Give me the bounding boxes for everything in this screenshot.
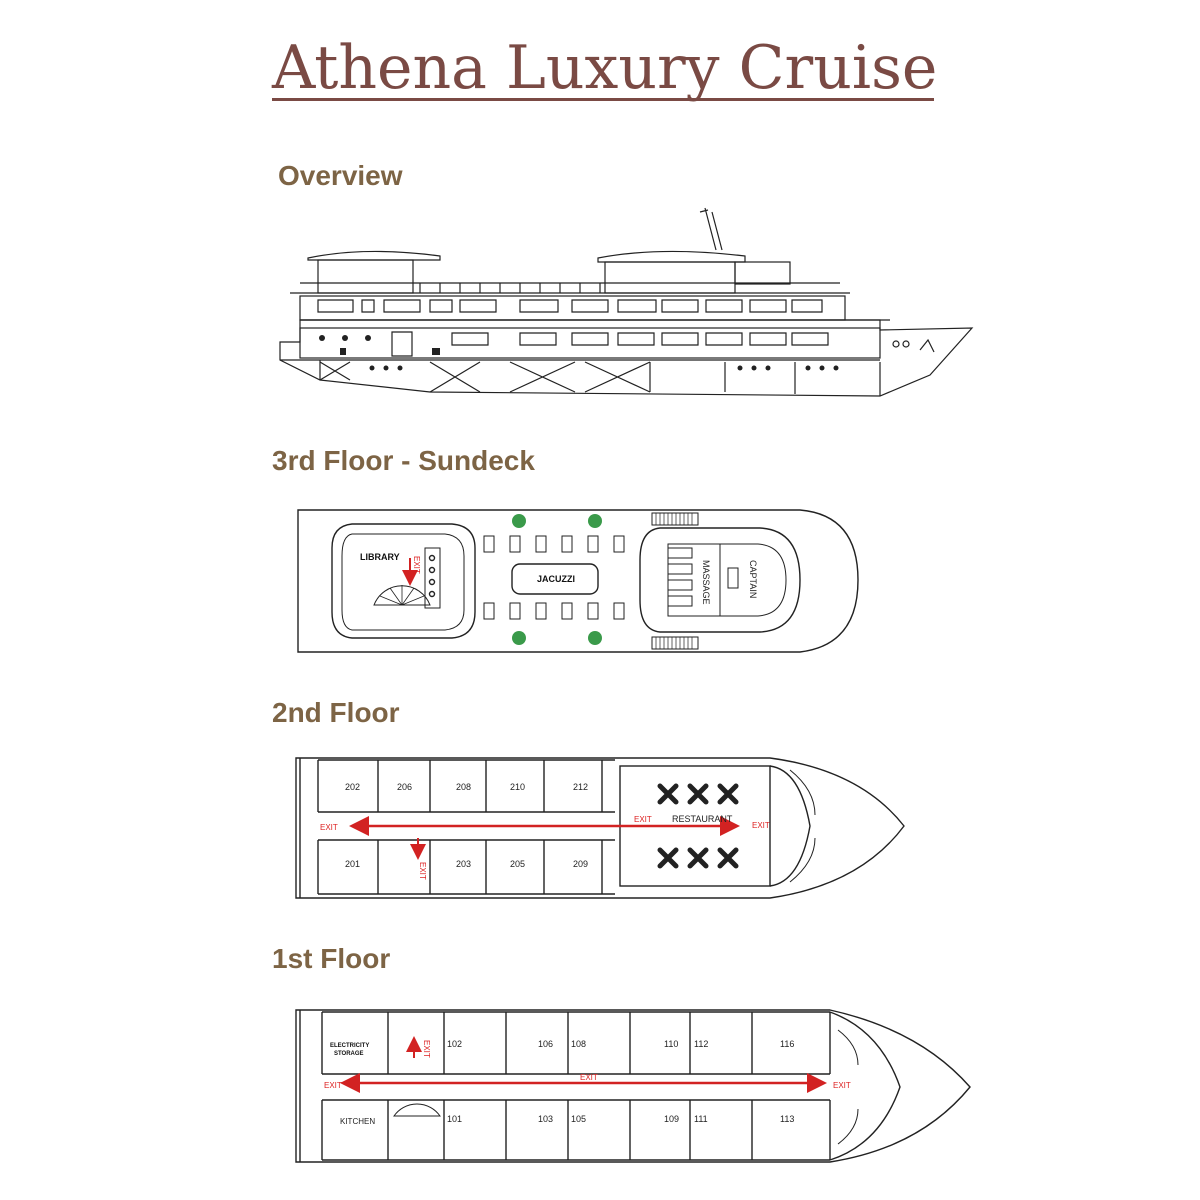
room-116: 116 [780, 1039, 794, 1049]
room-106: 106 [538, 1039, 553, 1049]
floor2-heading: 2nd Floor [272, 697, 400, 728]
floor2-exit-right: EXIT [752, 821, 770, 830]
jacuzzi-label: JACUZZI [537, 574, 575, 584]
room-206: 206 [397, 782, 412, 792]
floor2-exit-left: EXIT [320, 823, 338, 832]
captain-label: CAPTAIN [748, 560, 758, 598]
restaurant-label: RESTAURANT [672, 814, 733, 824]
floor3-exit-label: EXIT [412, 556, 421, 574]
floor1-exit-right: EXIT [833, 1081, 851, 1090]
plant-icon [512, 514, 602, 645]
room-110: 110 [664, 1039, 678, 1049]
massage-label: MASSAGE [701, 560, 711, 605]
floor2-plan [295, 757, 905, 899]
ship-side-view [279, 207, 974, 397]
overview-heading: Overview [278, 160, 403, 191]
room-102: 102 [447, 1039, 462, 1049]
floor1-exit-stair: EXIT [422, 1040, 431, 1058]
room-203: 203 [456, 859, 471, 869]
room-111: 111 [694, 1114, 708, 1124]
room-202: 202 [345, 782, 360, 792]
electricity-label: ELECTRICITY [330, 1043, 369, 1049]
room-212: 212 [573, 782, 588, 792]
title-underline [272, 98, 934, 101]
page-title: Athena Luxury Cruise [272, 33, 938, 103]
floor2-exit-mid: EXIT [634, 815, 652, 824]
floor1-exit-mid: EXIT [580, 1073, 598, 1082]
floor3-plan [297, 509, 859, 653]
storage-label: STORAGE [334, 1051, 364, 1057]
room-205: 205 [510, 859, 525, 869]
room-112: 112 [694, 1039, 708, 1049]
room-109: 109 [664, 1114, 679, 1124]
room-101: 101 [447, 1114, 462, 1124]
room-209: 209 [573, 859, 588, 869]
room-103: 103 [538, 1114, 553, 1124]
room-208: 208 [456, 782, 471, 792]
floor2-exit-stair: EXIT [418, 862, 427, 880]
room-210: 210 [510, 782, 525, 792]
kitchen-label: KITCHEN [340, 1117, 375, 1126]
room-105: 105 [571, 1114, 586, 1124]
room-201: 201 [345, 859, 360, 869]
floor3-heading: 3rd Floor - Sundeck [272, 445, 535, 476]
floor1-plan [295, 1009, 971, 1163]
floor1-exit-left: EXIT [324, 1081, 342, 1090]
room-113: 113 [780, 1114, 794, 1124]
library-label: LIBRARY [360, 552, 400, 562]
room-108: 108 [571, 1039, 586, 1049]
floor1-heading: 1st Floor [272, 943, 391, 974]
